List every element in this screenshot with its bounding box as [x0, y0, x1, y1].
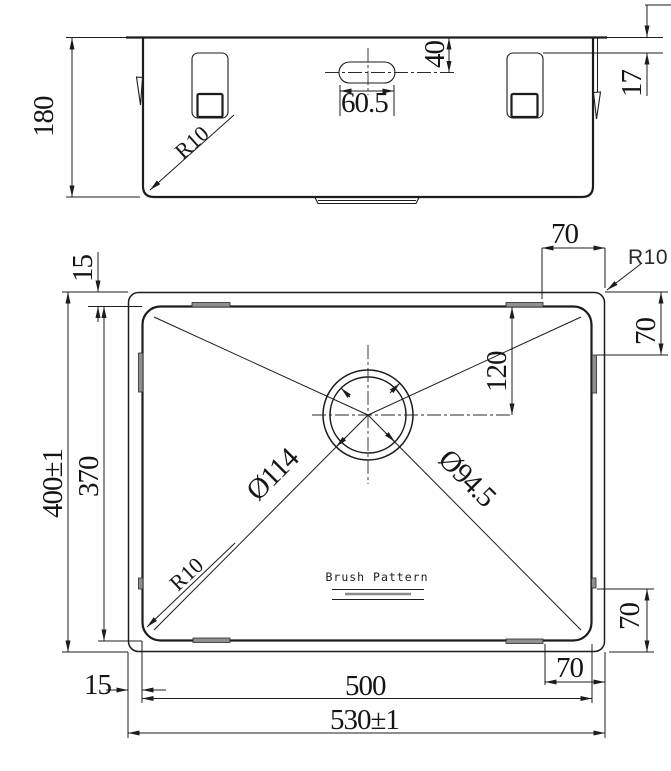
bend-line-se — [367, 414, 582, 631]
arrow-dia945-se — [385, 432, 396, 443]
dim-plan-right-bottom: 70 — [614, 603, 646, 631]
bracket-right-inner — [510, 92, 539, 119]
dim-slot-width: 60.5 — [341, 87, 388, 119]
front-elevation-view: 180 60.5 40 17 R10 — [28, 4, 671, 205]
dim-drain-outer-dia: Ø114 — [240, 441, 306, 507]
sink-body-outline — [141, 38, 595, 199]
dim-plan-right-top: 70 — [630, 318, 662, 346]
dim-plan-corner-radius: R10 — [628, 246, 668, 269]
tab-top-left — [191, 302, 231, 308]
tab-right-upper — [591, 354, 597, 394]
tab-left-lower — [138, 577, 144, 590]
dim-front-height: 180 — [28, 96, 60, 137]
tab-left-upper — [138, 352, 144, 393]
dim-drain-from-top: 120 — [481, 351, 513, 392]
surface-finish-label: Brush Pattern — [325, 570, 428, 584]
dim-plan-top-corner: 70 — [551, 218, 579, 250]
rim-outline — [127, 291, 606, 653]
plan-view: Ø114 Ø94.5 R10 R10 15 400±1 370 70 70 — [37, 218, 668, 738]
tab-bottom-left — [192, 637, 231, 643]
dim-front-corner-radius: R10 — [170, 121, 214, 164]
dim-plan-bottom-right: 70 — [556, 652, 584, 684]
clip-right — [592, 91, 602, 120]
dim-bowl-width: 500 — [345, 670, 386, 702]
clip-left — [135, 76, 144, 106]
bend-line-sw — [153, 414, 369, 631]
arrow-dia114-sw — [335, 436, 347, 448]
arrow-dia945-nw — [340, 387, 351, 398]
bracket-left-inner — [196, 92, 224, 119]
arrow-dia114-ne — [389, 382, 401, 394]
drain-recess — [314, 197, 420, 205]
dim-slot-from-top: 40 — [419, 41, 451, 69]
dim-drain-inner-dia: Ø94.5 — [432, 443, 502, 513]
tab-top-right — [505, 302, 544, 308]
dim-plan-rim-left: 15 — [84, 669, 112, 701]
bend-line-nw — [153, 316, 369, 416]
dim-bowl-depth: 370 — [73, 456, 105, 497]
dim-bowl-corner-radius: R10 — [164, 552, 208, 595]
dim-plan-rim-top: 15 — [67, 255, 99, 283]
bowl-outline — [141, 305, 593, 642]
tab-right-lower — [591, 577, 597, 589]
leader-r10-rim — [606, 262, 643, 291]
dim-overall-depth: 400±1 — [37, 449, 69, 518]
bend-line-ne — [367, 316, 582, 416]
dim-rim-drop: 17 — [616, 70, 648, 98]
dim-overall-width: 530±1 — [330, 704, 399, 736]
leader-r10-front — [149, 114, 235, 191]
tab-bottom-right — [505, 638, 544, 644]
leader-r10-bowl — [146, 542, 236, 628]
